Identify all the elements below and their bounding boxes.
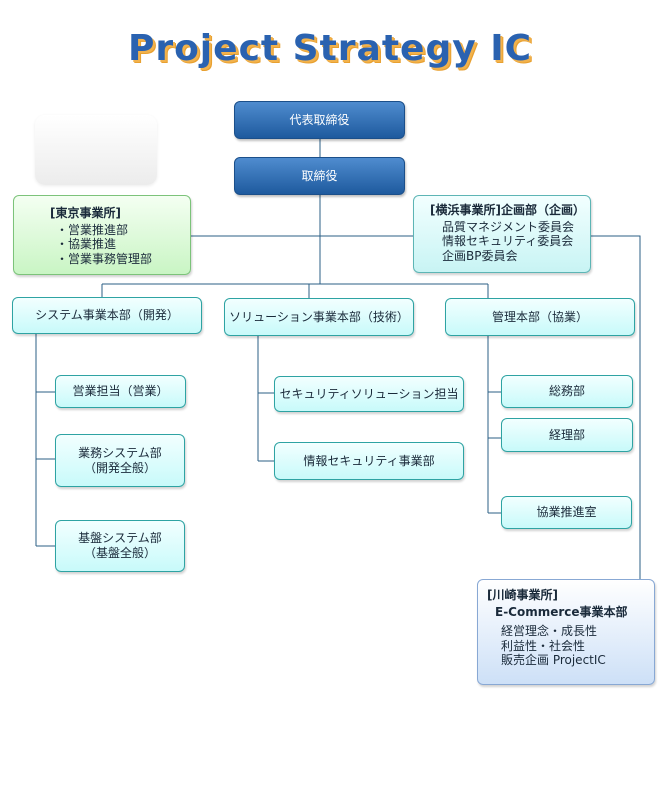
- management-child-label: 経理部: [548, 427, 585, 442]
- system-child-box[interactable]: 基盤システム部 （基盤全般）: [55, 520, 185, 572]
- solution-division-label: ソリューション事業本部（技術）: [229, 309, 409, 324]
- solution-child-label: セキュリティソリューション担当: [279, 386, 459, 401]
- management-division-label: 管理本部（協業）: [491, 309, 588, 324]
- yokohama-office-item: 情報セキュリティ委員会: [442, 234, 574, 248]
- management-child-label: 総務部: [548, 384, 585, 398]
- kawasaki-office-heading: [川崎事業所]: [487, 588, 558, 602]
- yokohama-office-item: 企画BP委員会: [442, 248, 518, 263]
- kawasaki-office-item: 利益性・社会性: [501, 638, 586, 653]
- management-child-box[interactable]: 経理部: [501, 418, 633, 452]
- management-child-box[interactable]: 総務部: [501, 375, 633, 408]
- solution-division-box[interactable]: ソリューション事業本部（技術）: [224, 298, 414, 336]
- kawasaki-office-box[interactable]: [川崎事業所] E-Commerce事業本部 経営理念・成長性 利益性・社会性 …: [477, 579, 655, 685]
- representative-director-box[interactable]: 代表取締役: [234, 101, 405, 139]
- placeholder-box: [35, 115, 157, 185]
- tokyo-office-item: ・協業推進: [56, 237, 117, 251]
- system-child-sublabel: （開発全般）: [83, 460, 156, 475]
- tokyo-office-heading: [東京事業所]: [50, 206, 121, 220]
- system-child-sublabel: （基盤全般）: [83, 546, 156, 560]
- solution-child-label: 情報セキュリティ事業部: [303, 453, 435, 468]
- management-child-box[interactable]: 協業推進室: [501, 496, 632, 529]
- director-label: 取締役: [301, 168, 338, 183]
- kawasaki-division-label: E-Commerce事業本部: [495, 604, 628, 619]
- system-division-box[interactable]: システム事業本部（開発）: [12, 297, 202, 334]
- kawasaki-office-item: 販売企画 ProjectIC: [501, 653, 606, 667]
- kawasaki-office-item: 経営理念・成長性: [501, 624, 598, 638]
- yokohama-office-box[interactable]: [横浜事業所]企画部（企画） 品質マネジメント委員会 情報セキュリティ委員会 企…: [413, 195, 591, 273]
- system-child-label: 営業担当（営業）: [72, 384, 169, 398]
- management-division-box[interactable]: 管理本部（協業）: [445, 298, 635, 336]
- solution-child-box[interactable]: セキュリティソリューション担当: [274, 376, 464, 412]
- tokyo-office-item: ・営業事務管理部: [56, 251, 153, 266]
- system-child-box[interactable]: 営業担当（営業）: [55, 375, 186, 408]
- representative-director-label: 代表取締役: [289, 112, 350, 127]
- chart-title: Project Strategy IC: [127, 28, 533, 69]
- system-child-label: 業務システム部: [78, 445, 162, 460]
- system-child-box[interactable]: 業務システム部 （開発全般）: [55, 434, 185, 487]
- yokohama-office-heading: [横浜事業所]企画部（企画）: [430, 203, 585, 217]
- tokyo-office-item: ・営業推進部: [56, 222, 129, 237]
- management-child-label: 協業推進室: [536, 505, 597, 519]
- director-box[interactable]: 取締役: [234, 157, 405, 195]
- tokyo-office-box[interactable]: [東京事業所] ・営業推進部 ・協業推進 ・営業事務管理部: [13, 195, 191, 275]
- system-child-label: 基盤システム部: [78, 531, 162, 545]
- system-division-label: システム事業本部（開発）: [35, 308, 179, 322]
- solution-child-box[interactable]: 情報セキュリティ事業部: [274, 442, 464, 480]
- yokohama-office-item: 品質マネジメント委員会: [442, 219, 575, 234]
